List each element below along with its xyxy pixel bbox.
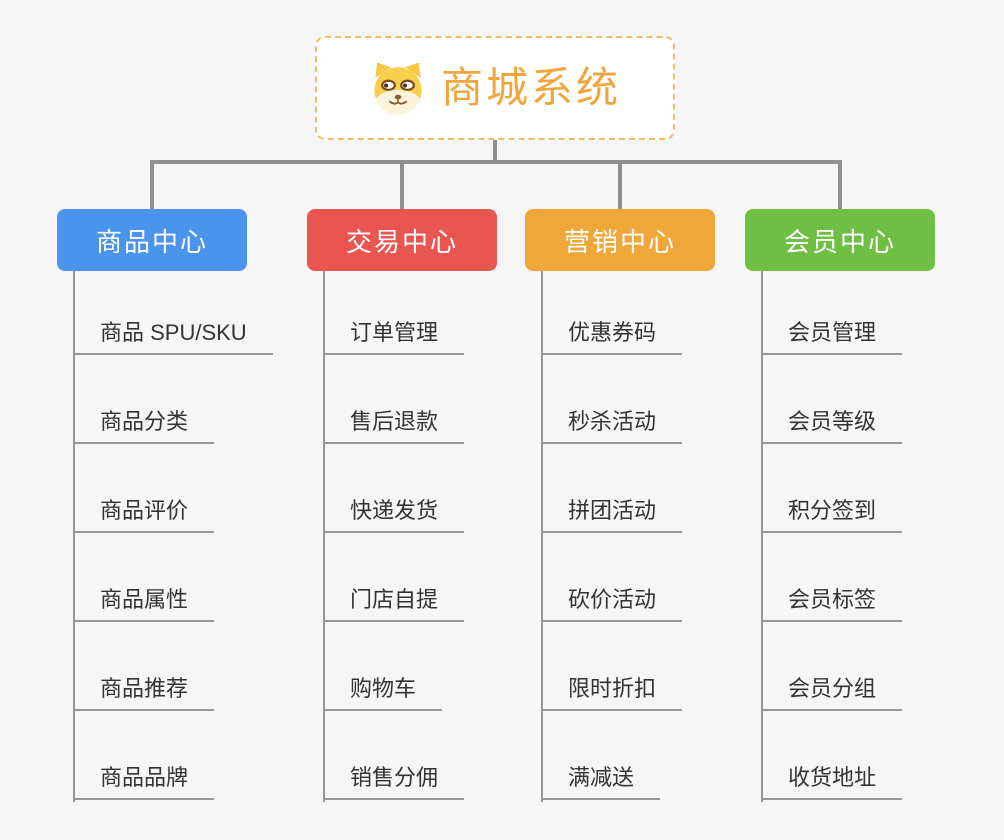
leaf-aftersale-refund[interactable]: 售后退款 <box>323 408 465 444</box>
leaf-shipping-address[interactable]: 收货地址 <box>761 764 903 800</box>
leaf-member-tag[interactable]: 会员标签 <box>761 586 903 622</box>
leaf-product-recommend[interactable]: 商品推荐 <box>73 675 215 711</box>
leaf-express-delivery[interactable]: 快递发货 <box>323 497 465 533</box>
branch-header-product-center[interactable]: 商品中心 <box>57 209 247 271</box>
leaf-product-brand[interactable]: 商品品牌 <box>73 764 215 800</box>
leaf-spend-discount[interactable]: 满减送 <box>541 764 661 800</box>
root-title: 商城系统 <box>440 64 621 111</box>
branch-header-marketing-center[interactable]: 营销中心 <box>525 209 715 271</box>
leaf-group-buying[interactable]: 拼团活动 <box>541 497 683 533</box>
leaf-points-checkin[interactable]: 积分签到 <box>761 497 903 533</box>
leaf-product-attribute[interactable]: 商品属性 <box>73 586 215 622</box>
branch-header-trade-center[interactable]: 交易中心 <box>307 209 497 271</box>
leaf-store-pickup[interactable]: 门店自提 <box>323 586 465 622</box>
branch-product-center: 商品中心 商品 SPU/SKU 商品分类 商品评价 商品属性 商品推荐 商品品牌 <box>57 209 297 802</box>
branch-trunk-line <box>541 271 543 802</box>
leaf-limited-time-discount[interactable]: 限时折扣 <box>541 675 683 711</box>
branch-trunk-line <box>73 271 75 802</box>
leaf-product-review[interactable]: 商品评价 <box>73 497 215 533</box>
leaf-coupon-code[interactable]: 优惠券码 <box>541 319 683 355</box>
leaf-shopping-cart[interactable]: 购物车 <box>323 675 443 711</box>
leaf-flash-sale[interactable]: 秒杀活动 <box>541 408 683 444</box>
leaf-member-management[interactable]: 会员管理 <box>761 319 903 355</box>
branch-trunk-line <box>761 271 763 802</box>
leaf-product-spu-sku[interactable]: 商品 SPU/SKU <box>73 319 273 355</box>
leaf-sales-commission[interactable]: 销售分佣 <box>323 764 465 800</box>
leaf-order-management[interactable]: 订单管理 <box>323 319 465 355</box>
dog-face-icon <box>374 62 422 115</box>
branch-member-center: 会员中心 会员管理 会员等级 积分签到 会员标签 会员分组 收货地址 <box>745 209 985 802</box>
branch-drop-connector-product <box>150 160 154 209</box>
branch-drop-connector-marketing <box>618 160 622 209</box>
branch-bus-connector <box>150 160 840 164</box>
leaf-member-level[interactable]: 会员等级 <box>761 408 903 444</box>
branch-drop-connector-trade <box>400 160 404 209</box>
branch-marketing-center: 营销中心 优惠券码 秒杀活动 拼团活动 砍价活动 限时折扣 满减送 <box>525 209 765 802</box>
root-drop-connector <box>493 140 497 162</box>
leaf-member-group[interactable]: 会员分组 <box>761 675 903 711</box>
branch-header-member-center[interactable]: 会员中心 <box>745 209 935 271</box>
branch-trade-center: 交易中心 订单管理 售后退款 快递发货 门店自提 购物车 销售分佣 <box>307 209 547 802</box>
root-node[interactable]: 商城系统 <box>315 36 675 140</box>
branch-drop-connector-member <box>838 160 842 209</box>
leaf-product-category[interactable]: 商品分类 <box>73 408 215 444</box>
branch-trunk-line <box>323 271 325 802</box>
leaf-bargain-activity[interactable]: 砍价活动 <box>541 586 683 622</box>
